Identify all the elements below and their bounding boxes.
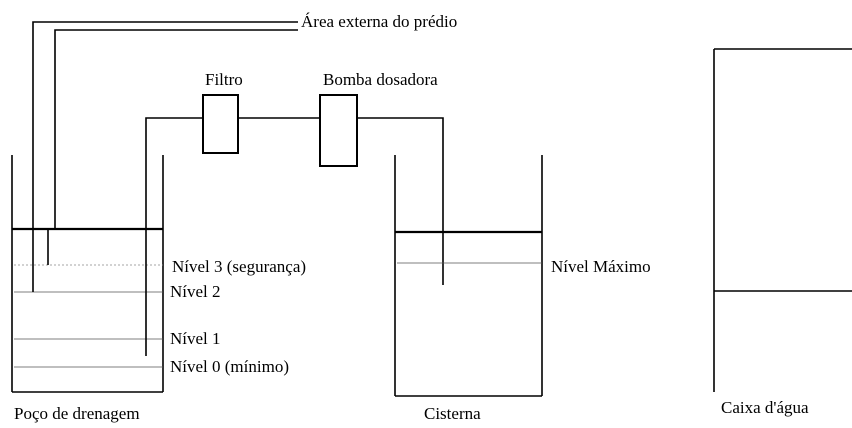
- water-tank-label: Caixa d'água: [721, 398, 809, 417]
- filter-box: [202, 94, 239, 154]
- max-level-label: Nível Máximo: [551, 257, 651, 276]
- external-pipe-outer: [32, 21, 298, 292]
- cistern-label: Cisterna: [424, 404, 481, 423]
- cistern: [394, 155, 543, 397]
- level-1-label: Nível 1: [170, 329, 221, 348]
- external-area-label: Área externa do prédio: [301, 12, 457, 31]
- water-tank: [713, 48, 852, 392]
- external-pipe-inner: [54, 29, 298, 229]
- supply-pipeline: [145, 94, 444, 356]
- suction-pipe: [145, 117, 203, 356]
- dosing-pump-label: Bomba dosadora: [323, 70, 438, 89]
- level-3-label: Nível 3 (segurança): [172, 257, 306, 276]
- filter-label: Filtro: [205, 70, 243, 89]
- pump-to-cistern-pipe: [357, 117, 444, 285]
- drain-well: [11, 155, 164, 393]
- level-0-label: Nível 0 (mínimo): [170, 357, 289, 376]
- external-area-pipes: [32, 21, 298, 292]
- level-2-label: Nível 2: [170, 282, 221, 301]
- drain-well-label: Poço de drenagem: [14, 404, 140, 423]
- dosing-pump-box: [319, 94, 358, 167]
